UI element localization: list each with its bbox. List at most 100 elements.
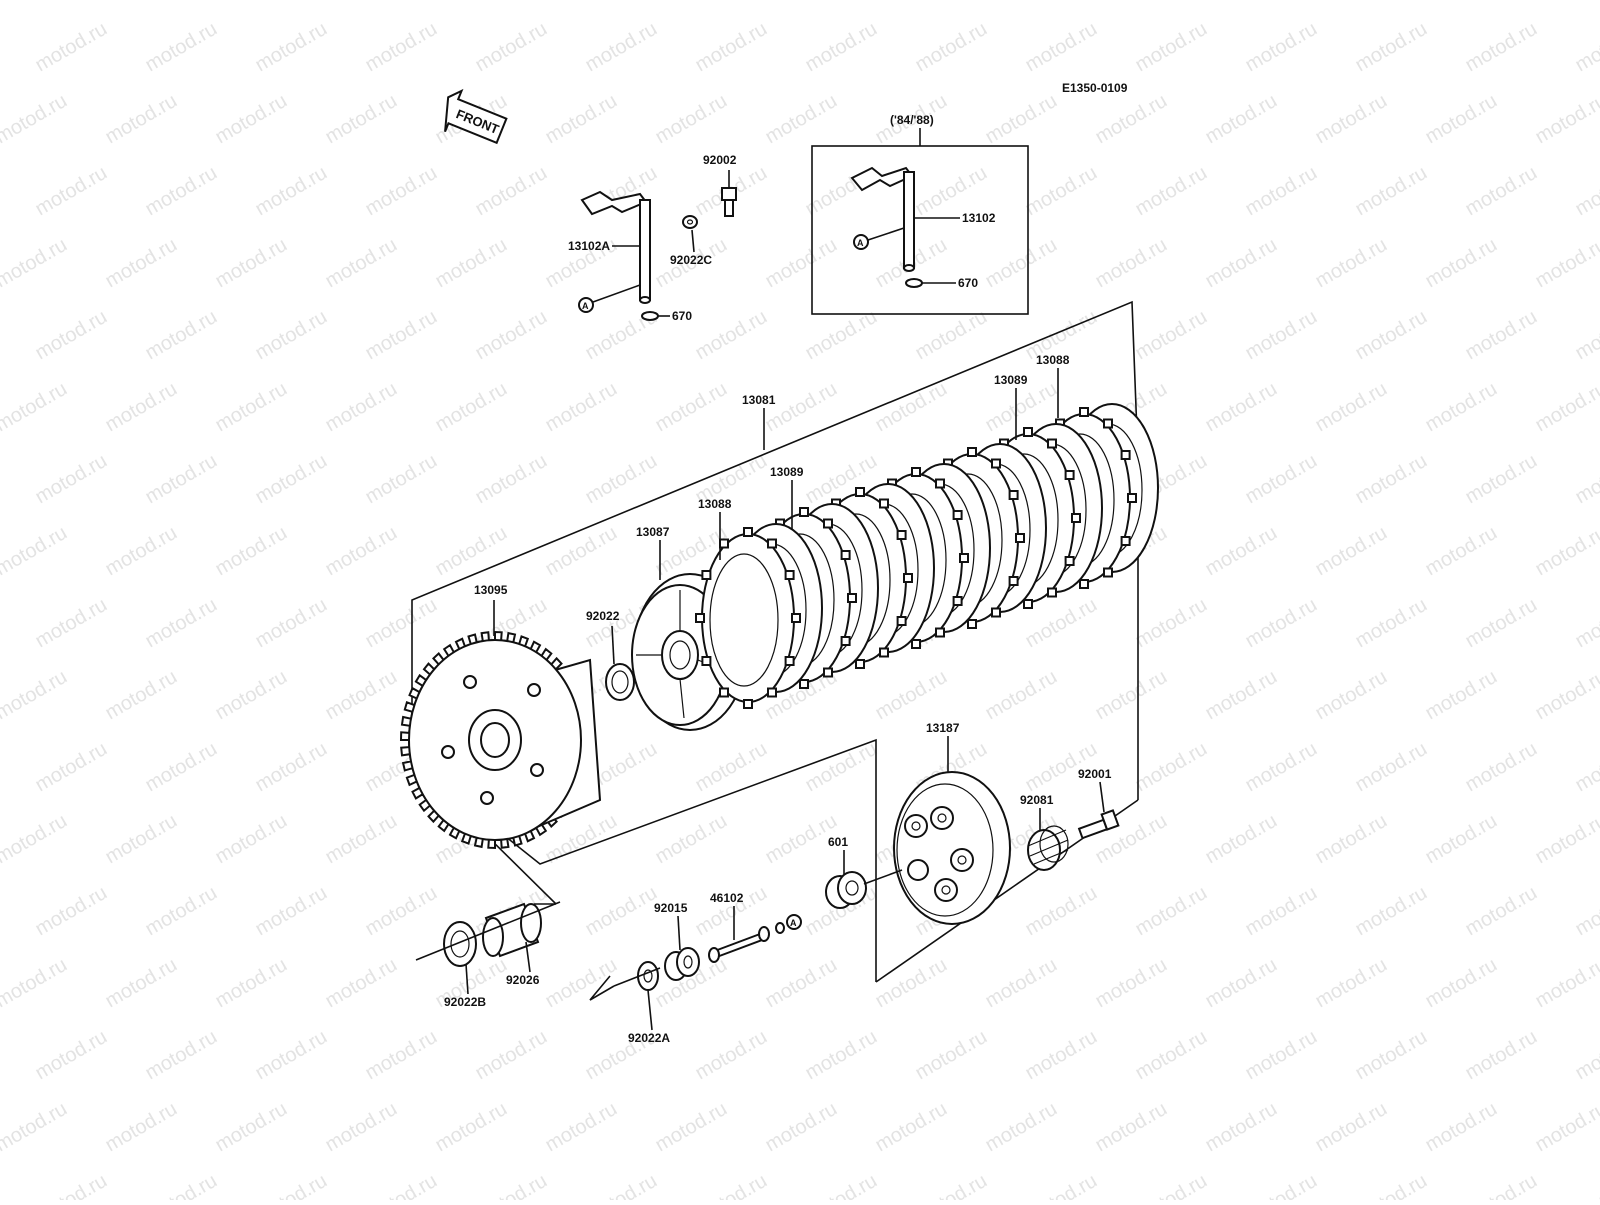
watermark-text: motod.ru xyxy=(912,1026,991,1085)
watermark-text: motod.ru xyxy=(1422,234,1501,293)
watermark-text: motod.ru xyxy=(542,0,621,4)
watermark-text: motod.ru xyxy=(1532,90,1600,149)
watermark-text: motod.ru xyxy=(1532,0,1600,4)
watermark-text: motod.ru xyxy=(692,18,771,77)
watermark-text: motod.ru xyxy=(762,0,841,4)
washer-92022B xyxy=(444,922,476,966)
watermark-text: motod.ru xyxy=(32,738,111,797)
watermark-text: motod.ru xyxy=(1132,738,1211,797)
watermark-text: motod.ru xyxy=(1132,882,1211,941)
watermark-text: motod.ru xyxy=(102,234,181,293)
watermark-text: motod.ru xyxy=(1242,18,1321,77)
watermark-text: motod.ru xyxy=(692,738,771,797)
watermark-text: motod.ru xyxy=(912,1170,991,1200)
pressure-plate-13187 xyxy=(894,772,1010,924)
watermark-text: motod.ru xyxy=(582,882,661,941)
watermark-text: motod.ru xyxy=(142,1170,221,1200)
watermark-text: motod.ru xyxy=(1532,954,1600,1013)
watermark-text: motod.ru xyxy=(1352,738,1431,797)
watermark-text: motod.ru xyxy=(762,234,841,293)
watermark-text: motod.ru xyxy=(32,18,111,77)
watermark-text: motod.ru xyxy=(1572,162,1600,221)
watermark-text: motod.ru xyxy=(252,738,331,797)
watermark-text: motod.ru xyxy=(1242,882,1321,941)
release-shaft-13102 xyxy=(852,168,914,271)
watermark-text: motod.ru xyxy=(1202,954,1281,1013)
watermark-text: motod.ru xyxy=(1022,1170,1101,1200)
label-13087: 13087 xyxy=(636,525,670,539)
label-670: 670 xyxy=(672,309,692,323)
label-92022C: 92022C xyxy=(670,253,712,267)
watermark-text: motod.ru xyxy=(1532,378,1600,437)
o-ring-670 xyxy=(642,312,658,320)
watermark-text: motod.ru xyxy=(1132,1170,1211,1200)
watermark-text: motod.ru xyxy=(0,90,71,149)
watermark-text: motod.ru xyxy=(1092,234,1171,293)
watermark-text: motod.ru xyxy=(1092,954,1171,1013)
watermark-text: motod.ru xyxy=(0,954,71,1013)
watermark-text: motod.ru xyxy=(212,1098,291,1157)
watermark-text: motod.ru xyxy=(252,306,331,365)
watermark-text: motod.ru xyxy=(802,1170,881,1200)
friction-and-steel-plates xyxy=(696,404,1158,708)
watermark-text: motod.ru xyxy=(102,666,181,725)
watermark-text: motod.ru xyxy=(1312,378,1391,437)
watermark-text: motod.ru xyxy=(872,0,951,4)
watermark-text: motod.ru xyxy=(362,882,441,941)
watermark-text: motod.ru xyxy=(0,882,1,941)
watermark-text: motod.ru xyxy=(322,378,401,437)
watermark-text: motod.ru xyxy=(1422,0,1501,4)
watermark-text: motod.ru xyxy=(1312,810,1391,869)
watermark-text: motod.ru xyxy=(1462,1170,1541,1200)
watermark-text: motod.ru xyxy=(362,162,441,221)
watermark-text: motod.ru xyxy=(982,234,1061,293)
watermark-text: motod.ru xyxy=(432,1098,511,1157)
watermark-text: motod.ru xyxy=(1422,378,1501,437)
label-13081: 13081 xyxy=(742,393,776,407)
watermark-text: motod.ru xyxy=(1202,90,1281,149)
watermark-text: motod.ru xyxy=(322,810,401,869)
watermark-text: motod.ru xyxy=(0,594,1,653)
diagram-code: E1350-0109 xyxy=(1062,81,1128,95)
watermark-text: motod.ru xyxy=(762,954,841,1013)
watermark-text: motod.ru xyxy=(542,1098,621,1157)
label-92002: 92002 xyxy=(703,153,737,167)
watermark-text: motod.ru xyxy=(982,1098,1061,1157)
watermark-text: motod.ru xyxy=(1422,1098,1501,1157)
watermark-text: motod.ru xyxy=(32,162,111,221)
watermark-text: motod.ru xyxy=(1352,18,1431,77)
watermark-text: motod.ru xyxy=(1572,594,1600,653)
watermark-text: motod.ru xyxy=(872,378,951,437)
watermark-text: motod.ru xyxy=(252,594,331,653)
watermark-text: motod.ru xyxy=(1352,306,1431,365)
watermark-text: motod.ru xyxy=(432,522,511,581)
watermark-text: motod.ru xyxy=(982,0,1061,4)
watermark-text: motod.ru xyxy=(1312,522,1391,581)
watermark-text: motod.ru xyxy=(1132,594,1211,653)
watermark-text: motod.ru xyxy=(432,234,511,293)
watermark-text: motod.ru xyxy=(1022,162,1101,221)
watermark-text: motod.ru xyxy=(0,666,71,725)
watermark-text: motod.ru xyxy=(212,954,291,1013)
watermark-text: motod.ru xyxy=(362,450,441,509)
watermark-text: motod.ru xyxy=(472,1170,551,1200)
watermark-text: motod.ru xyxy=(102,0,181,4)
watermark-text: motod.ru xyxy=(1202,1098,1281,1157)
watermark-text: motod.ru xyxy=(1242,594,1321,653)
label-670-inset: 670 xyxy=(958,276,978,290)
watermark-text: motod.ru xyxy=(212,810,291,869)
watermark-text: motod.ru xyxy=(322,666,401,725)
watermark-text: motod.ru xyxy=(542,90,621,149)
watermark-text: motod.ru xyxy=(1242,162,1321,221)
watermark-text: motod.ru xyxy=(0,162,1,221)
watermark-text: motod.ru xyxy=(142,1026,221,1085)
watermark-text: motod.ru xyxy=(252,1170,331,1200)
watermark-text: motod.ru xyxy=(362,306,441,365)
watermark-text: motod.ru xyxy=(872,666,951,725)
watermark-text: motod.ru xyxy=(102,810,181,869)
watermark-text: motod.ru xyxy=(1352,1026,1431,1085)
watermark-text: motod.ru xyxy=(1022,594,1101,653)
watermark-text: motod.ru xyxy=(1462,18,1541,77)
watermark-text: motod.ru xyxy=(1352,594,1431,653)
watermark-text: motod.ru xyxy=(1352,1170,1431,1200)
